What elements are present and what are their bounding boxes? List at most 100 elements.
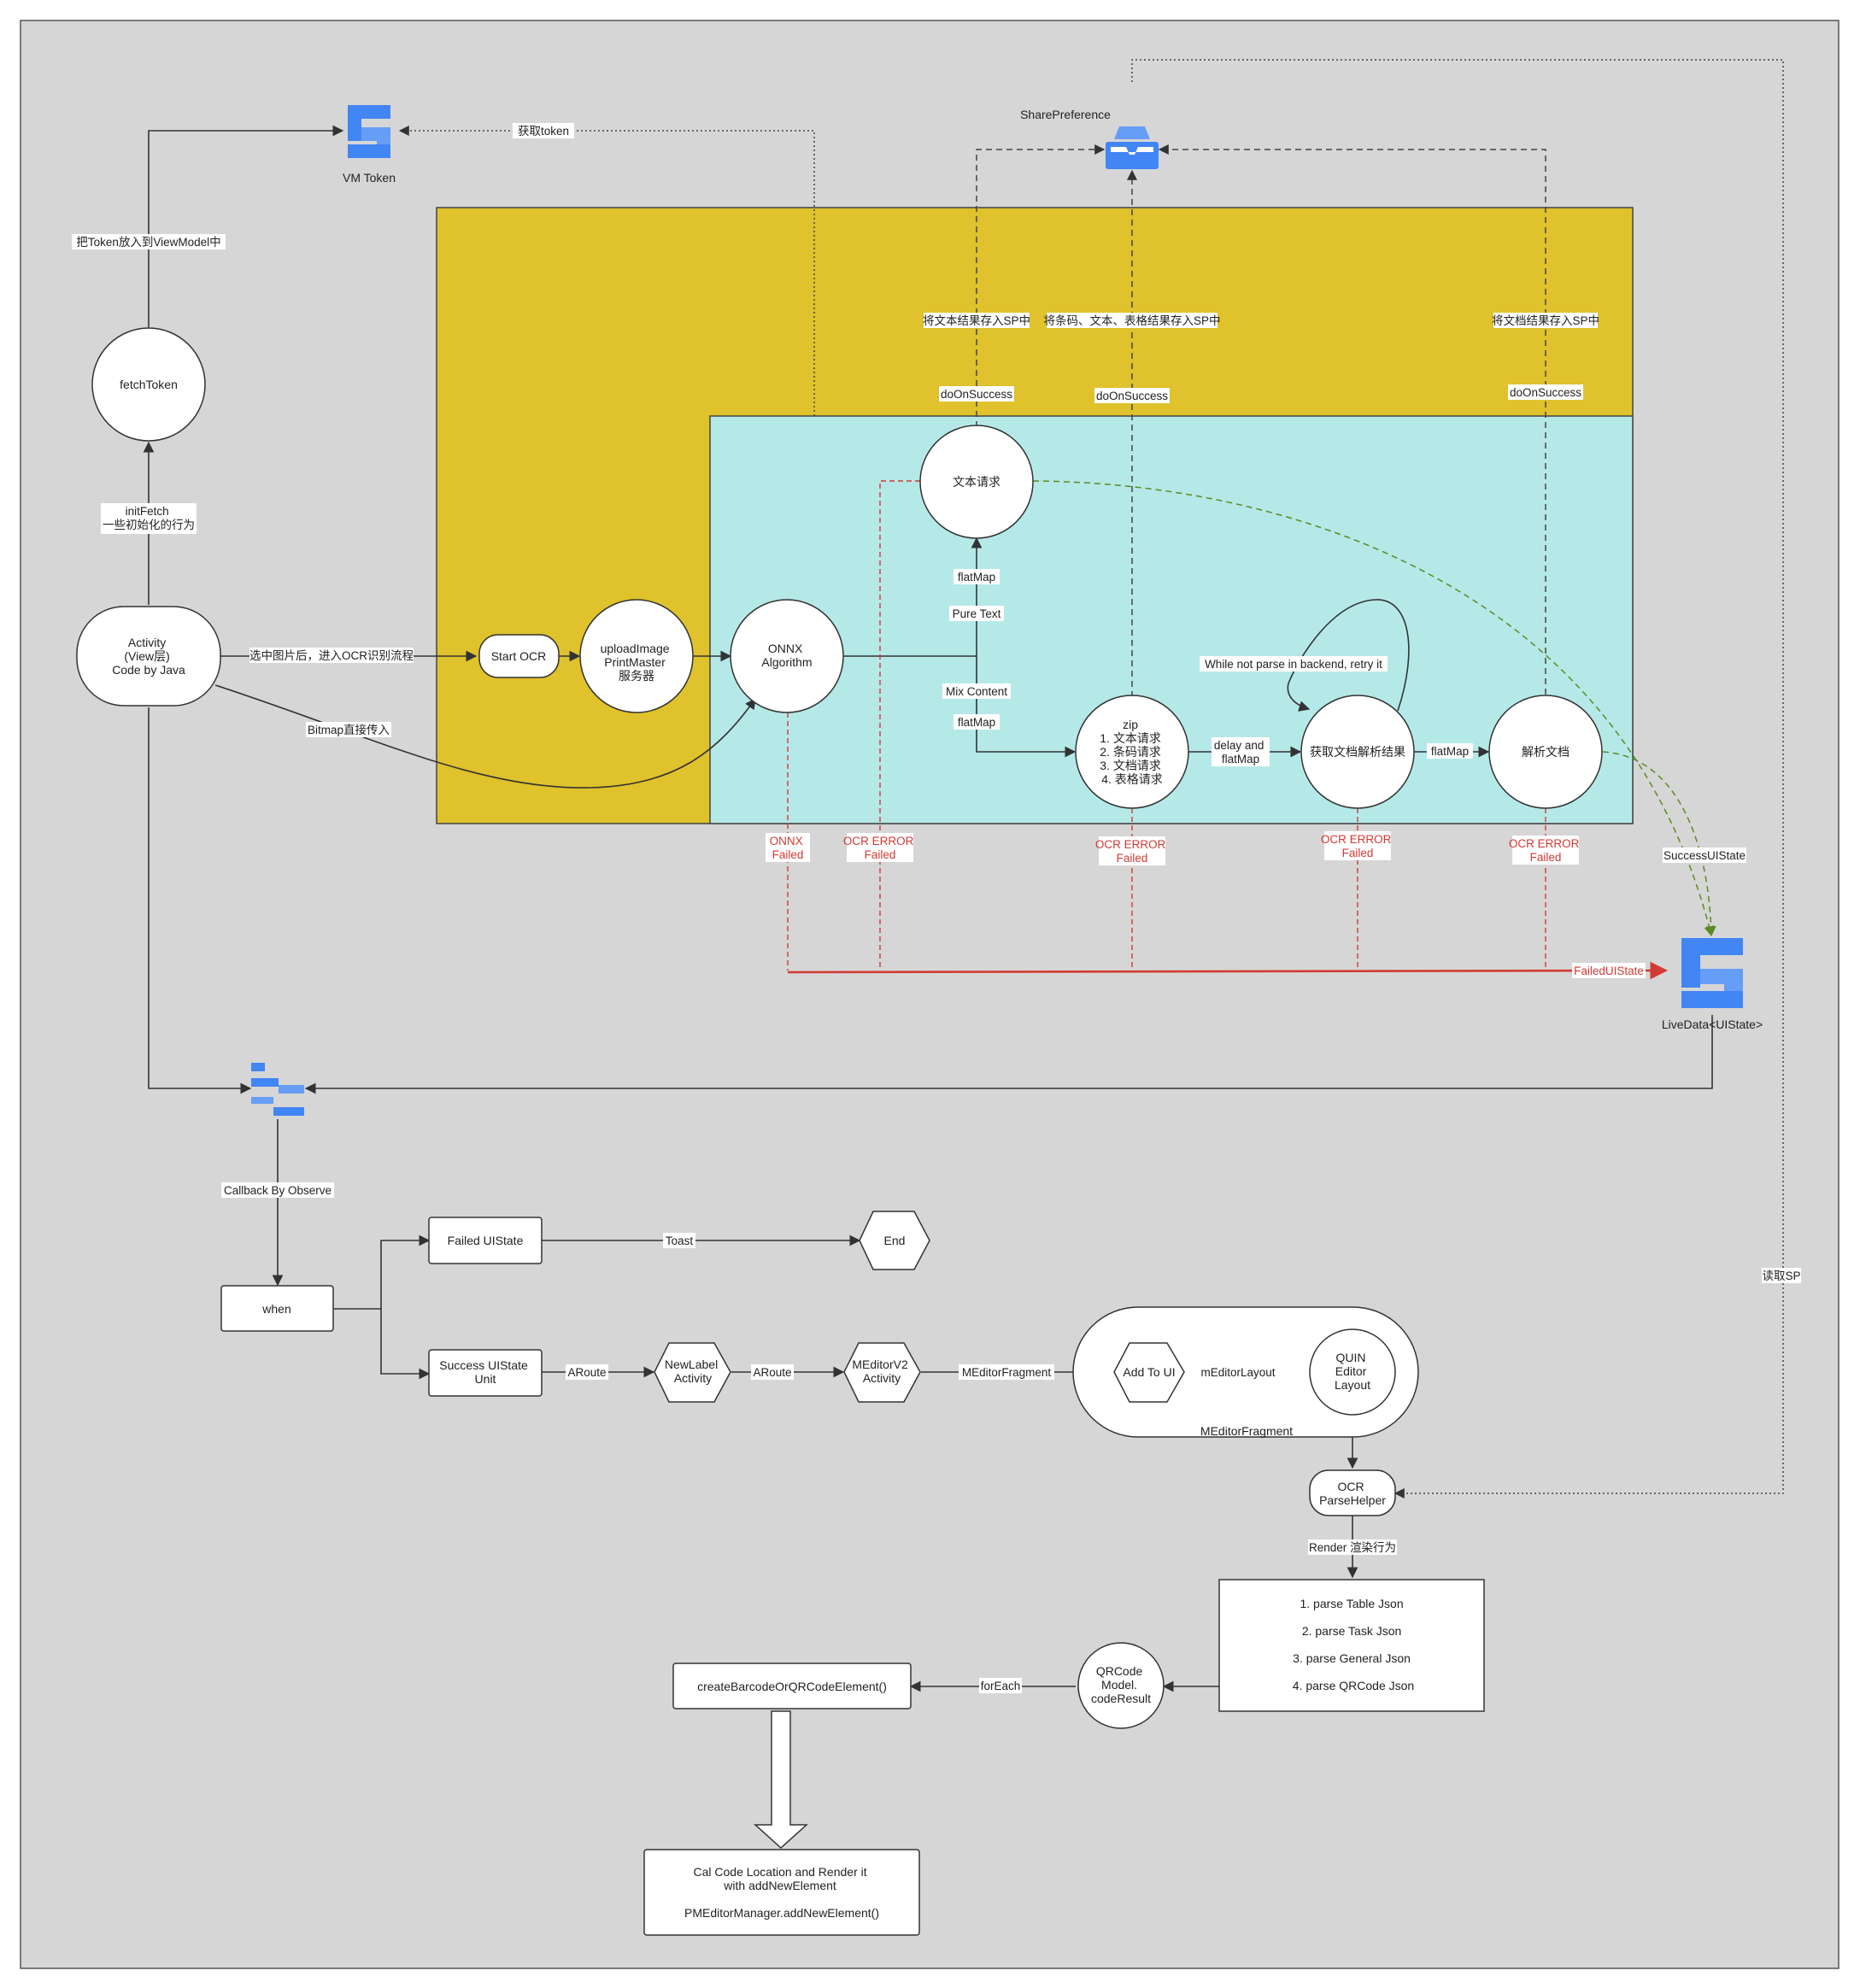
- edge-when-success: [380, 1309, 431, 1380]
- onnx-node: [730, 599, 844, 713]
- share-preference-icon: [1106, 126, 1159, 169]
- when-node: [220, 1285, 334, 1332]
- qrcode-model-label: QRCode Model. codeResult: [1091, 1664, 1151, 1705]
- edge-save-doc: [1158, 144, 1546, 695]
- success-ui-state-node: [428, 1349, 543, 1397]
- label-delay-flatmap: delay and flatMap: [1214, 739, 1267, 765]
- label-retry: While not parse in backend, retry it: [1205, 658, 1382, 671]
- vm-token-label: VM Token: [343, 171, 396, 185]
- new-label-activity-label: NewLabel Activity: [665, 1358, 721, 1385]
- cal-code-location-node: [643, 1849, 920, 1936]
- parse-doc-label: 解析文档: [1522, 745, 1570, 759]
- activity-label: Activity (View层) Code by Java: [112, 636, 185, 677]
- success-ui-state-label: Success UIState Unit: [439, 1358, 531, 1386]
- fetch-token-node: [91, 327, 206, 442]
- create-barcode-label: createBarcodeOrQRCodeElement(): [697, 1680, 887, 1693]
- ocr-parse-helper-label: OCR ParseHelper: [1319, 1480, 1386, 1507]
- cal-code-location-label: Cal Code Location and Render it with add…: [684, 1865, 879, 1920]
- label-aroute-1: ARoute: [567, 1366, 606, 1379]
- label-read-sp: 读取SP: [1762, 1270, 1800, 1282]
- new-label-activity-node: [654, 1342, 731, 1403]
- activity-node: [76, 606, 221, 707]
- edge-error-text: [879, 480, 920, 971]
- label-mix-content: Mix Content: [946, 685, 1007, 698]
- fetch-token-label: fetchToken: [120, 378, 178, 391]
- edge-activity-observer: [148, 707, 252, 1094]
- edge-put-token: [148, 125, 344, 327]
- label-do-on-success-doc: doOnSuccess: [1510, 386, 1581, 399]
- text-request-label: 文本请求: [953, 475, 1000, 489]
- ocr-parse-helper-node: [1309, 1469, 1396, 1516]
- live-data-label: LiveData<UIState>: [1662, 1017, 1763, 1031]
- label-select-image: 选中图片后，进入OCR识别流程: [249, 649, 414, 662]
- add-to-ui-label: Add To UI: [1123, 1365, 1175, 1379]
- label-bitmap: Bitmap直接传入: [308, 723, 390, 736]
- label-flatmap-zip: flatMap: [958, 716, 995, 729]
- edge-get-token: [398, 126, 815, 416]
- label-save-all: 将条码、文本、表格结果存入SP中: [1043, 314, 1220, 327]
- label-flatmap-text: flatMap: [958, 571, 995, 583]
- vm-token-icon: [348, 105, 390, 158]
- upload-image-node: [579, 599, 694, 713]
- parse-json-list-label: 1. parse Table Json 2. parse Task Json 3…: [1293, 1597, 1414, 1692]
- label-failed-ui-state: FailedUIState: [1574, 965, 1644, 977]
- start-ocr-label: Start OCR: [491, 649, 547, 663]
- upload-image-label: uploadImage PrintMaster 服务器: [601, 642, 673, 683]
- meditor-fragment-container-label: MEditorFragment: [1200, 1424, 1293, 1438]
- meditor-activity-label: MEditorV2 Activity: [852, 1358, 911, 1385]
- label-init-fetch: initFetch 一些初始化的行为: [103, 505, 195, 531]
- zip-node: [1075, 695, 1189, 809]
- edge-labels: 获取token 把Token放入到ViewModel中 initFetch 一些…: [72, 123, 1801, 1693]
- label-save-doc: 将文档结果存入SP中: [1492, 314, 1599, 327]
- end-node: [859, 1211, 930, 1270]
- edge-livedata-observer: [304, 1015, 1713, 1094]
- live-data-icon: [1681, 938, 1743, 1008]
- label-ocr-error-fetch: OCR ERROR Failed: [1321, 833, 1394, 859]
- label-callback: Callback By Observe: [224, 1184, 332, 1197]
- end-label: End: [884, 1234, 906, 1247]
- edge-retry-loop: [1287, 599, 1410, 712]
- meditor-activity-node: [843, 1342, 921, 1403]
- label-get-token: 获取token: [518, 125, 569, 138]
- edge-success-text: [1032, 480, 1715, 937]
- edge-failed-ui-state: [787, 961, 1669, 980]
- failed-ui-state-node: [428, 1217, 543, 1264]
- label-do-on-success-zip: doOnSuccess: [1096, 390, 1168, 402]
- fetch-result-node: [1300, 695, 1415, 809]
- label-meditor-fragment: MEditorFragment: [962, 1366, 1052, 1379]
- observer-icon: [251, 1063, 304, 1116]
- label-meditor-layout: mEditorLayout: [1200, 1366, 1275, 1379]
- when-label: when: [261, 1302, 290, 1316]
- label-for-each: forEach: [981, 1680, 1021, 1692]
- text-request-node: [919, 425, 1034, 539]
- quin-editor-layout-node: [1309, 1328, 1396, 1416]
- share-preference-label: SharePreference: [1020, 108, 1111, 121]
- fetch-result-label: 获取文档解析结果: [1310, 745, 1405, 759]
- edge-when-failed: [333, 1234, 431, 1310]
- add-to-ui-node: [1113, 1342, 1185, 1403]
- parse-doc-node: [1488, 695, 1603, 809]
- zip-label: zip 1. 文本请求 2. 条码请求 3. 文档请求 4. 表格请求: [1100, 718, 1164, 786]
- start-ocr-node: [478, 634, 560, 678]
- label-put-token: 把Token放入到ViewModel中: [76, 236, 220, 249]
- label-toast: Toast: [666, 1234, 694, 1247]
- parse-json-list-node: [1218, 1579, 1485, 1712]
- label-ocr-error-zip: OCR ERROR Failed: [1095, 838, 1169, 865]
- label-ocr-error-parse: OCR ERROR Failed: [1509, 837, 1582, 864]
- label-do-on-success-text: doOnSuccess: [941, 388, 1012, 401]
- onnx-label: ONNX Algorithm: [761, 642, 812, 669]
- render-down-arrow: [754, 1710, 808, 1850]
- label-flatmap-parse: flatMap: [1431, 745, 1469, 758]
- label-pure-text: Pure Text: [953, 607, 1001, 620]
- label-render: Render 渲染行为: [1309, 1541, 1396, 1554]
- label-onnx-failed: ONNX Failed: [770, 835, 807, 861]
- create-barcode-node: [672, 1663, 912, 1709]
- edge-success-parse: [1602, 751, 1716, 937]
- label-ocr-error-text: OCR ERROR Failed: [843, 835, 917, 861]
- qrcode-model-node: [1077, 1642, 1165, 1729]
- label-save-text: 将文本结果存入SP中: [923, 314, 1030, 327]
- edge-save-text: [976, 144, 1106, 427]
- failed-ui-state-label: Failed UIState: [448, 1234, 524, 1247]
- quin-editor-layout-label: QUIN Editor Layout: [1335, 1351, 1370, 1392]
